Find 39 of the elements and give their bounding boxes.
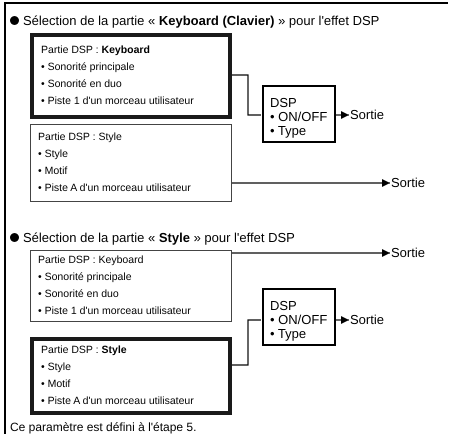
box-title: Partie DSP : Style: [38, 131, 123, 144]
list-item: • Piste 1 d'un morceau utilisateur: [38, 305, 192, 318]
section-heading: Sélection de la partie « Keyboard (Clavier) » pour l'effet DSP: [23, 12, 380, 30]
part-box: [30, 33, 232, 119]
list-item: • Piste 1 d'un morceau utilisateur: [41, 95, 195, 108]
connector-arrow: [336, 111, 349, 119]
box-title: DSP: [270, 299, 298, 313]
part-box: [30, 124, 232, 202]
box-title: Partie DSP : Keyboard: [38, 254, 144, 267]
output-label: Sortie: [350, 106, 384, 124]
part-box: [30, 250, 232, 322]
list-item: • Motif: [38, 165, 68, 178]
output-label: Sortie: [350, 311, 384, 329]
list-item: • Piste A d'un morceau utilisateur: [38, 182, 192, 195]
part-box: [30, 337, 232, 415]
list-item: • Type: [270, 327, 308, 341]
list-item: • Style: [38, 148, 69, 161]
list-item: • ON/OFF: [270, 313, 328, 327]
list-item: • Sonorité en duo: [41, 78, 123, 91]
output-label: Sortie: [391, 244, 425, 262]
list-item: • Piste A d'un morceau utilisateur: [41, 395, 195, 408]
list-item: • ON/OFF: [270, 110, 328, 124]
box-title: Partie DSP : Keyboard: [41, 44, 151, 57]
list-item: • Sonorité principale: [38, 271, 133, 284]
box-title: Partie DSP : Style: [41, 344, 128, 357]
box-title: DSP: [270, 96, 298, 110]
dsp-box: [262, 288, 336, 346]
section-heading: Sélection de la partie « Style » pour l'effet DSP: [23, 229, 295, 247]
list-item: • Sonorité principale: [41, 61, 136, 74]
output-label: Sortie: [391, 174, 425, 192]
list-item: • Sonorité en duo: [38, 288, 120, 301]
connector-arrow: [336, 316, 349, 324]
list-item: • Type: [270, 124, 308, 138]
dsp-box: [262, 85, 336, 143]
list-item: • Motif: [41, 378, 72, 391]
connector-arrow: [232, 249, 390, 257]
list-item: • Style: [41, 361, 72, 374]
footnote: Ce paramètre est défini à l'étape 5.: [10, 419, 196, 436]
connector-arrow: [232, 179, 390, 187]
